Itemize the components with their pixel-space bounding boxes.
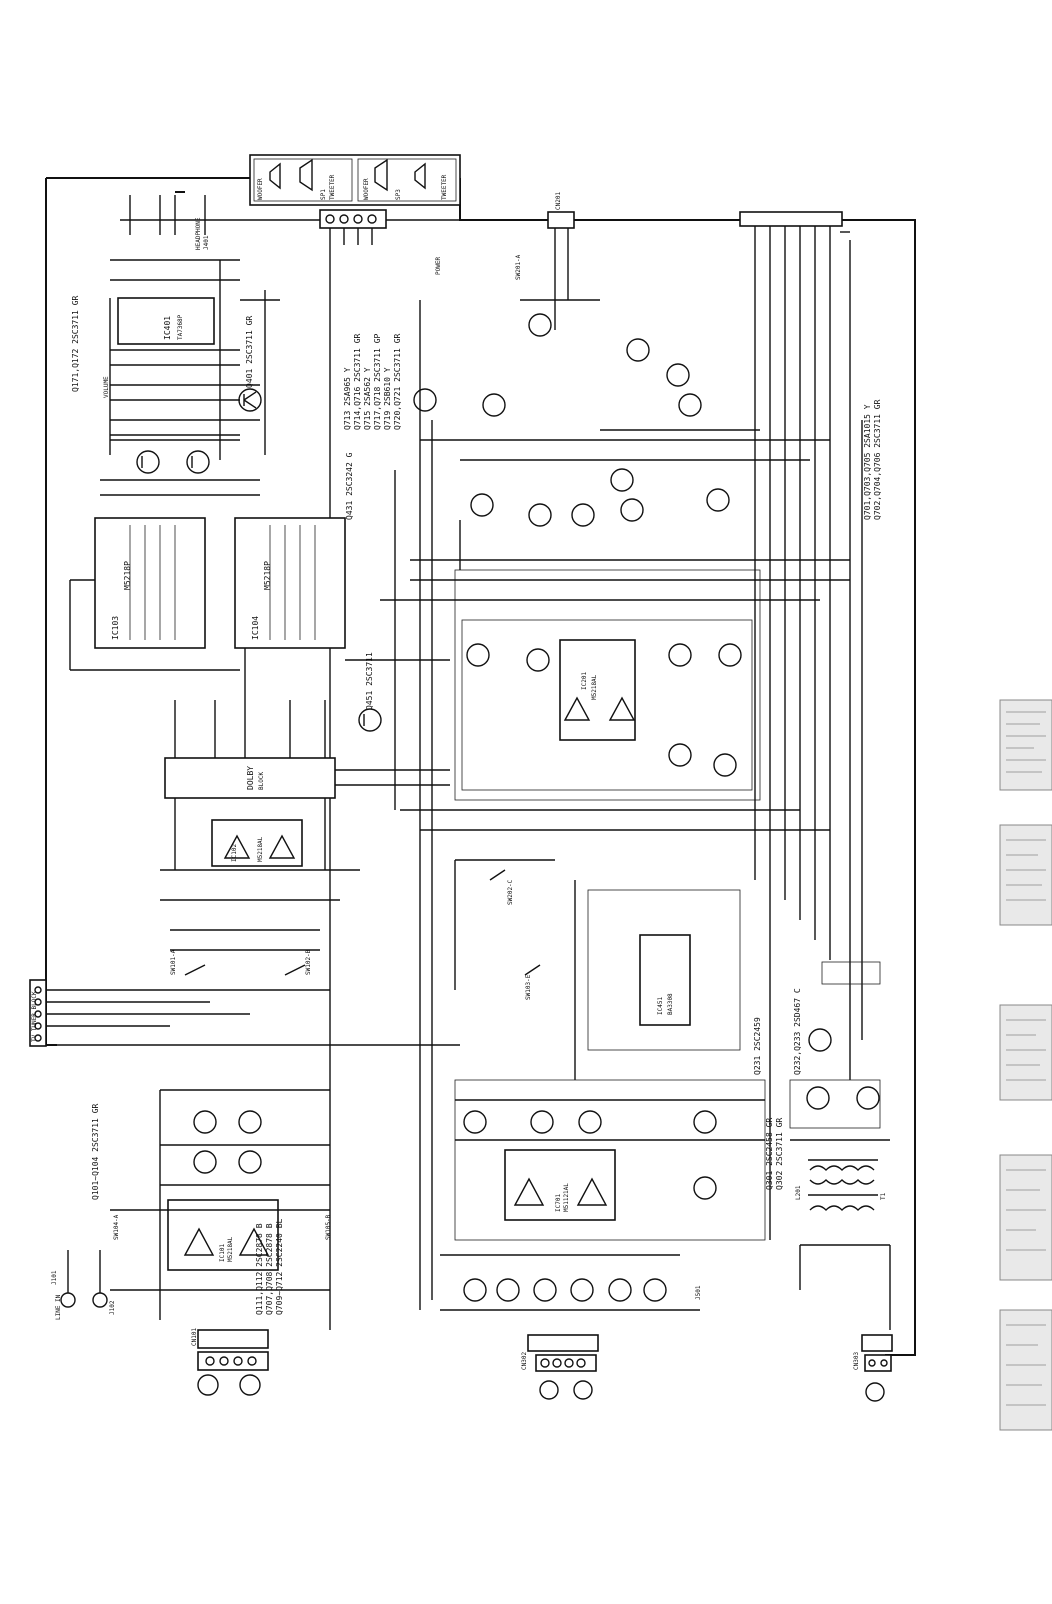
- note-q401: Q401 2SC3711 GR: [245, 316, 254, 388]
- j101-label: J101: [51, 1270, 58, 1285]
- ic401-part: TA7368P: [177, 314, 184, 340]
- ic101-ref: IC101: [219, 1244, 226, 1262]
- headphone-jack: HEADPHONE J401: [129, 191, 210, 250]
- note-q715: Q715 2SA562 Y: [363, 367, 372, 430]
- note-q702: Q702,Q704,Q706 2SC3711 GR: [873, 399, 882, 520]
- cn303-label: CN303: [853, 1352, 860, 1370]
- ic201-block: IC201 M5218AL: [559, 639, 636, 741]
- speaker-label-tweeter-r: TWEETER: [441, 174, 448, 200]
- ic103-block: IC103 M5218P: [69, 517, 240, 671]
- tone-transistors: [466, 643, 742, 777]
- tone-block-frame: [380, 559, 850, 831]
- ic101-part: M5218AL: [227, 1236, 234, 1262]
- sw105-label: SW105-B: [325, 1214, 332, 1240]
- cn201-label: CN201: [555, 192, 562, 210]
- sw104-label: SW104-A: [113, 1214, 120, 1240]
- note-q720: Q720,Q721 2SC3711 GR: [393, 333, 402, 430]
- q101-q104: Q101~Q104 2SC3711 GR: [91, 1089, 330, 1320]
- power-label: POWER: [435, 257, 442, 275]
- note-q713: Q713 2SA965 Y: [343, 367, 352, 430]
- ic451-ref: IC451: [657, 997, 664, 1015]
- ic701-block: IC701 M51121AL Q301 2SC2458 GR Q302 2SC3…: [454, 1079, 784, 1241]
- note-q171: Q171,Q172 2SC3711 GR: [71, 295, 80, 392]
- tv-tuner-connector: TV TUNER BLOCK: [29, 979, 460, 1047]
- sw101-label: SW101-A: [170, 949, 177, 975]
- sw202-label: SW202-C: [507, 879, 514, 905]
- speaker-ref-sp1: SP1: [320, 189, 327, 200]
- trunk-wires: [394, 240, 863, 1310]
- note-q302: Q302 2SC3711 GR: [775, 1118, 784, 1190]
- ic401-ref: IC401: [163, 316, 172, 340]
- note-q301: Q301 2SC2458 GR: [765, 1118, 774, 1190]
- upper-transistor-cluster: [413, 299, 830, 570]
- cn303-connector: CN303: [853, 1334, 893, 1402]
- ic102-ref: IC102: [231, 844, 238, 862]
- cn101-label: CN101: [191, 1328, 198, 1346]
- cn302-connector: CN302: [521, 1334, 599, 1400]
- speaker-label-woofer-r: WOOFER: [363, 178, 370, 200]
- ic701-ref: IC701: [555, 1194, 562, 1212]
- note-q101: Q101~Q104 2SC3711 GR: [91, 1103, 100, 1200]
- note-q232: Q232,Q233 2SD467 C: [793, 988, 802, 1075]
- dolby-sub-label: BLOCK: [258, 772, 265, 790]
- ic102-part: M5218AL: [257, 836, 264, 862]
- j102-label: J102: [109, 1300, 116, 1315]
- tv-tuner-label: TV TUNER BLOCK: [31, 991, 38, 1042]
- power-supply-block: L201 T1: [789, 961, 891, 1330]
- headphone-jack-ref: J401: [203, 235, 210, 250]
- note-q717: Q717,Q718 2SC3711 GP: [373, 333, 382, 430]
- note-q111b: Q707,Q708 2SC2878 B: [265, 1223, 274, 1315]
- top-connectors: CN201 SW201-A: [515, 192, 843, 1240]
- cn101-connector: CN101: [191, 1328, 269, 1396]
- ic103-part: M5218P: [123, 561, 132, 590]
- speaker-label-tweeter-l: TWEETER: [329, 174, 336, 200]
- switch-group-mid: SW202-C SW103-E: [454, 859, 555, 1000]
- sw103-label: SW103-E: [525, 974, 532, 1000]
- note-q451: Q451 2SC3711: [365, 652, 374, 710]
- note-q431: Q431 2SC3242 G: [345, 452, 354, 520]
- ic104-ref: IC104: [251, 616, 260, 640]
- note-q719: Q719 2SB610 Y: [383, 367, 392, 430]
- ic101-block: IC101 M5218AL SW104-A SW105-B: [110, 1199, 332, 1291]
- note-q701: Q701,Q703,Q705 2SA1015 Y: [863, 404, 872, 520]
- ic201-part: M5218AL: [591, 674, 598, 700]
- volume-label: VOLUME: [103, 376, 110, 398]
- speaker-label-woofer-l: WOOFER: [257, 178, 264, 200]
- speaker-block: WOOFER TWEETER WOOFER TWEETER SP1 SP3: [249, 154, 461, 1330]
- l201-label: L201: [795, 1185, 802, 1200]
- q171-q172: [100, 439, 260, 496]
- dolby-block: DOLBY BLOCK: [164, 700, 450, 870]
- ic104-part: M5218P: [263, 561, 272, 590]
- ic104-block: IC104 M5218P: [234, 517, 450, 760]
- note-q714: Q714,Q716 2SC3711 GR: [353, 333, 362, 430]
- line-in-label: LINE IN: [55, 1294, 62, 1320]
- switch-group-left: SW101-A SW102-B: [170, 929, 320, 976]
- ic201-ref: IC201: [581, 672, 588, 690]
- ic451-part: BA3308: [667, 993, 674, 1015]
- sw102-label: SW102-B: [305, 949, 312, 975]
- ic401-block: IC401 TA7368P VOLUME: [103, 259, 260, 460]
- j501-label: J501: [695, 1285, 702, 1300]
- q401-transistor: Q401 2SC3711 GR: [238, 290, 280, 455]
- t1-label: T1: [880, 1192, 887, 1200]
- speaker-ref-sp3: SP3: [395, 189, 402, 200]
- headphone-label: HEADPHONE: [195, 217, 202, 250]
- cn302-label: CN302: [521, 1352, 528, 1370]
- notes-upper-mid: Q713 2SA965 Y Q714,Q716 2SC3711 GR Q715 …: [343, 257, 882, 520]
- line-in-jacks: LINE IN J101 J102: [51, 1250, 116, 1320]
- note-q111c: Q709~Q712 2SC2240 BL: [275, 1218, 284, 1315]
- q451-transistor: Q451 2SC3711: [358, 652, 382, 732]
- ic701-part: M51121AL: [563, 1183, 570, 1212]
- note-q111a: Q111,Q112 2SC2878 B: [255, 1223, 264, 1315]
- page-thumbnails: [999, 699, 1052, 1431]
- sw201-label: SW201-A: [515, 254, 522, 280]
- ic451-block: IC451 BA3308 Q231 2SC2459 Q232,Q233 2SD4…: [587, 889, 802, 1075]
- ic103-ref: IC103: [111, 616, 120, 640]
- dolby-label: DOLBY: [246, 766, 255, 790]
- note-q231: Q231 2SC2459: [753, 1017, 762, 1075]
- ic102-block: IC102 M5218AL: [160, 819, 360, 901]
- bottom-transistor-row: J501: [440, 1254, 702, 1311]
